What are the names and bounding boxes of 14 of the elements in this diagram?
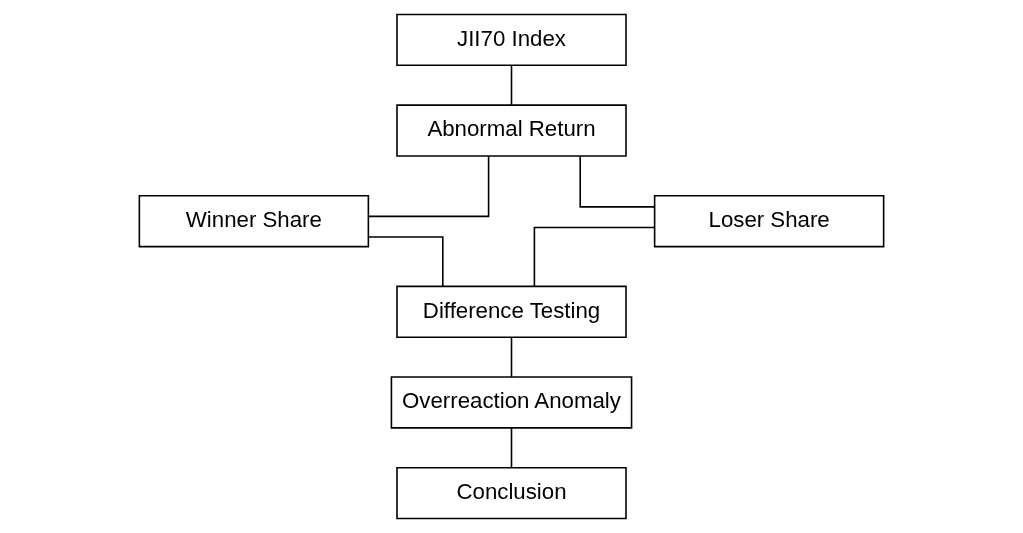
connector — [533, 226, 656, 287]
node-box: Overreaction Anomaly — [390, 376, 633, 429]
node-box: Winner Share — [138, 194, 370, 248]
connector — [367, 236, 444, 287]
node-box: Abnormal Return — [396, 104, 627, 157]
node-box: Difference Testing — [396, 285, 627, 339]
connector — [367, 155, 490, 218]
node-box: JII70 Index — [396, 13, 627, 67]
node-box: Loser Share — [653, 194, 885, 248]
connector — [579, 155, 656, 208]
connector — [510, 427, 513, 469]
connector — [510, 336, 513, 378]
node-box: Conclusion — [396, 466, 627, 520]
connector — [510, 64, 513, 106]
